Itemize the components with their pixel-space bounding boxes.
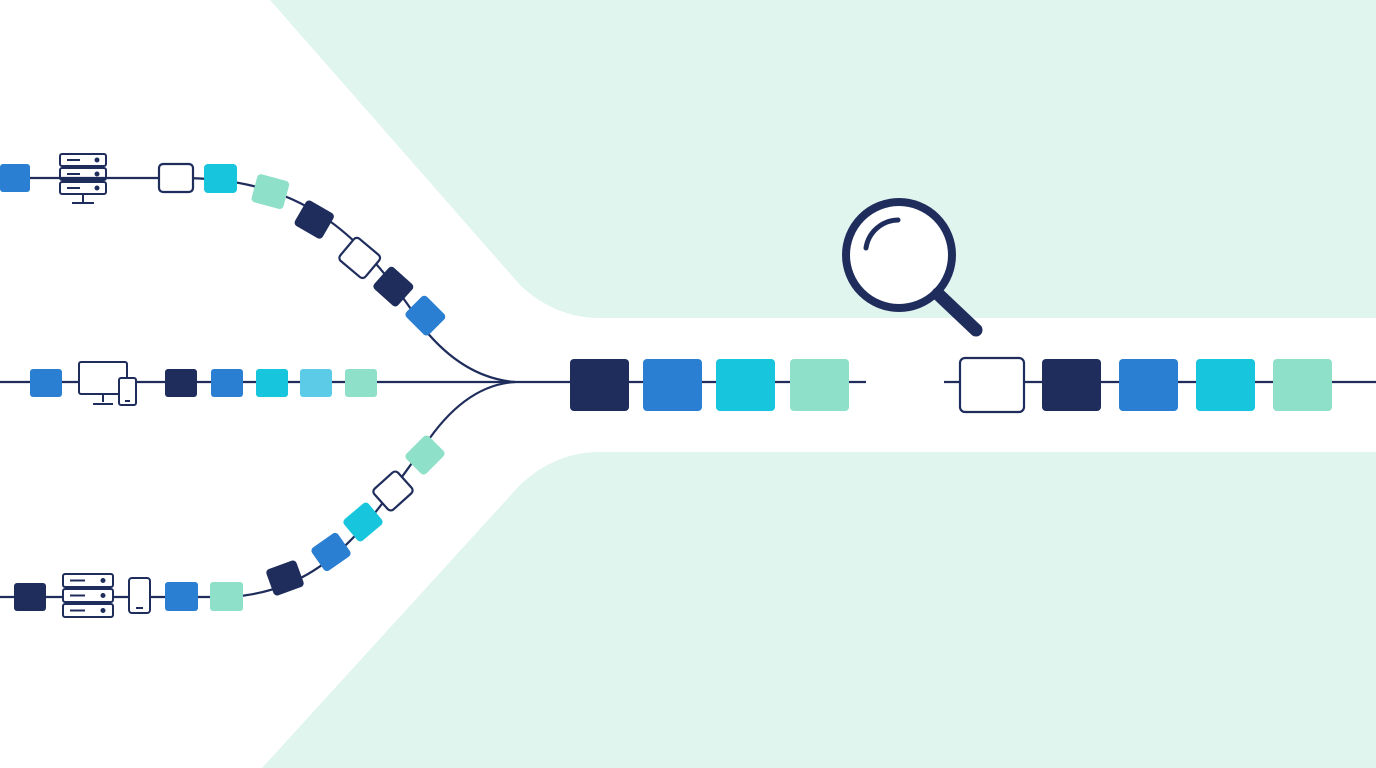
middle-stream-packets: [30, 369, 377, 397]
packet-cyan: [343, 502, 383, 542]
packet-cyan: [204, 164, 237, 193]
packet-navy: [14, 583, 46, 611]
packet-blue: [0, 164, 30, 192]
packet-blue: [165, 582, 198, 611]
bottom-stream-line: [0, 380, 516, 599]
server-rack-icon: [62, 573, 114, 618]
packet-navy: [165, 369, 197, 397]
packet-mint: [790, 359, 849, 411]
packet-blue: [405, 295, 446, 336]
magnifier-icon: [842, 198, 983, 337]
merged-stream-packets: [570, 359, 849, 411]
top-stream-packets: [0, 162, 446, 336]
server-rack-icon: [59, 153, 107, 204]
packet-mint: [405, 435, 445, 475]
background-band-top: [270, 0, 1376, 318]
packet-outline: [958, 356, 1026, 414]
packet-sky: [300, 369, 332, 397]
top-stream-line: [0, 176, 516, 384]
packet-blue: [211, 369, 243, 397]
packet-blue: [311, 532, 351, 572]
background-band-bottom: [262, 452, 1376, 768]
packet-navy: [1042, 359, 1101, 411]
packet-blue: [643, 359, 702, 411]
packet-cyan: [716, 359, 775, 411]
packet-mint: [1273, 359, 1332, 411]
phone-icon: [128, 577, 151, 614]
output-stream-packets: [958, 356, 1332, 414]
bottom-stream-packets: [14, 435, 445, 611]
packet-navy: [373, 266, 414, 307]
packet-blue: [1119, 359, 1178, 411]
packet-navy: [570, 359, 629, 411]
packet-navy: [294, 200, 334, 239]
packet-mint: [210, 582, 243, 611]
packet-cyan: [1196, 359, 1255, 411]
packet-outline: [157, 162, 195, 194]
packet-outline: [338, 236, 382, 280]
packet-navy: [266, 560, 304, 596]
packet-blue: [30, 369, 62, 397]
packet-mint: [251, 174, 290, 209]
desktop-and-phone-icon: [78, 361, 137, 406]
packet-outline: [372, 470, 414, 512]
packet-cyan: [256, 369, 288, 397]
packet-mint: [345, 369, 377, 397]
